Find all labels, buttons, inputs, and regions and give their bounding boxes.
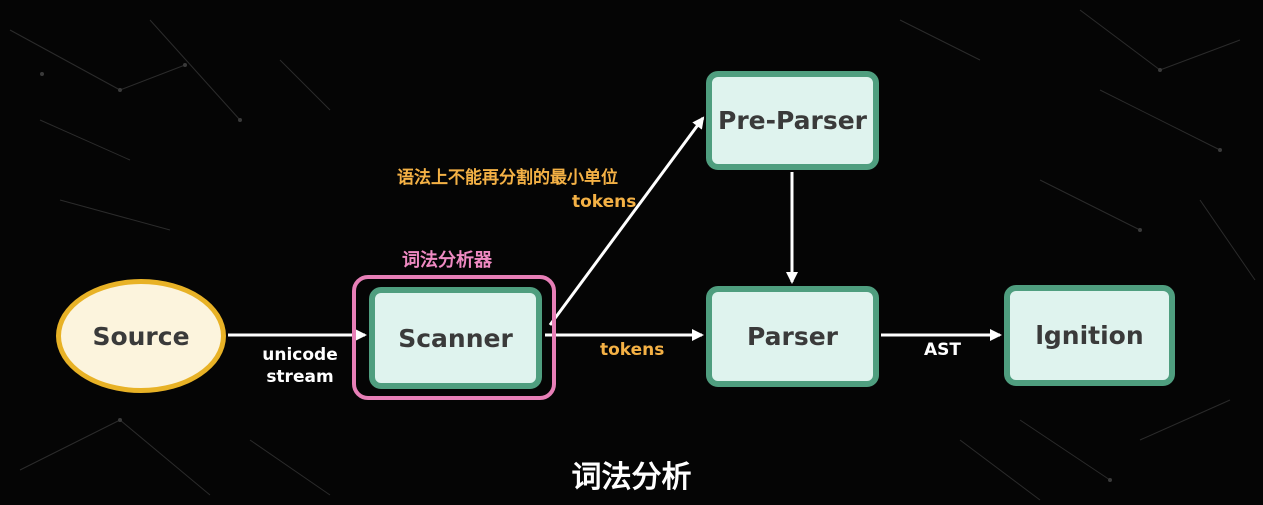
smallest-unit-annotation: 语法上不能再分割的最小单位 — [397, 168, 618, 188]
scanner-node: Scanner — [369, 287, 542, 389]
preparser-node-label: Pre-Parser — [718, 106, 867, 135]
unicode-stream-label: unicode stream — [255, 344, 345, 388]
unicode-label-line1: unicode — [262, 345, 338, 365]
arrow-scanner-to-preparser — [548, 116, 705, 326]
caption-title: 词法分析 — [571, 460, 692, 495]
preparser-node: Pre-Parser — [706, 71, 879, 170]
ast-label: AST — [924, 340, 961, 360]
source-node-label: Source — [92, 321, 190, 351]
lexer-annotation: 词法分析器 — [402, 250, 492, 271]
parser-node-label: Parser — [746, 322, 838, 351]
ignition-node-label: lgnition — [1035, 321, 1144, 350]
source-node: Source — [56, 279, 226, 393]
unicode-label-line2: stream — [266, 367, 334, 387]
tokens-label-mid: tokens — [600, 340, 665, 360]
ignition-node: lgnition — [1004, 285, 1175, 386]
scanner-node-label: Scanner — [398, 323, 513, 353]
tokens-label-upper: tokens — [572, 192, 637, 212]
scanner-highlight-frame — [352, 275, 556, 400]
parser-node: Parser — [706, 286, 879, 387]
